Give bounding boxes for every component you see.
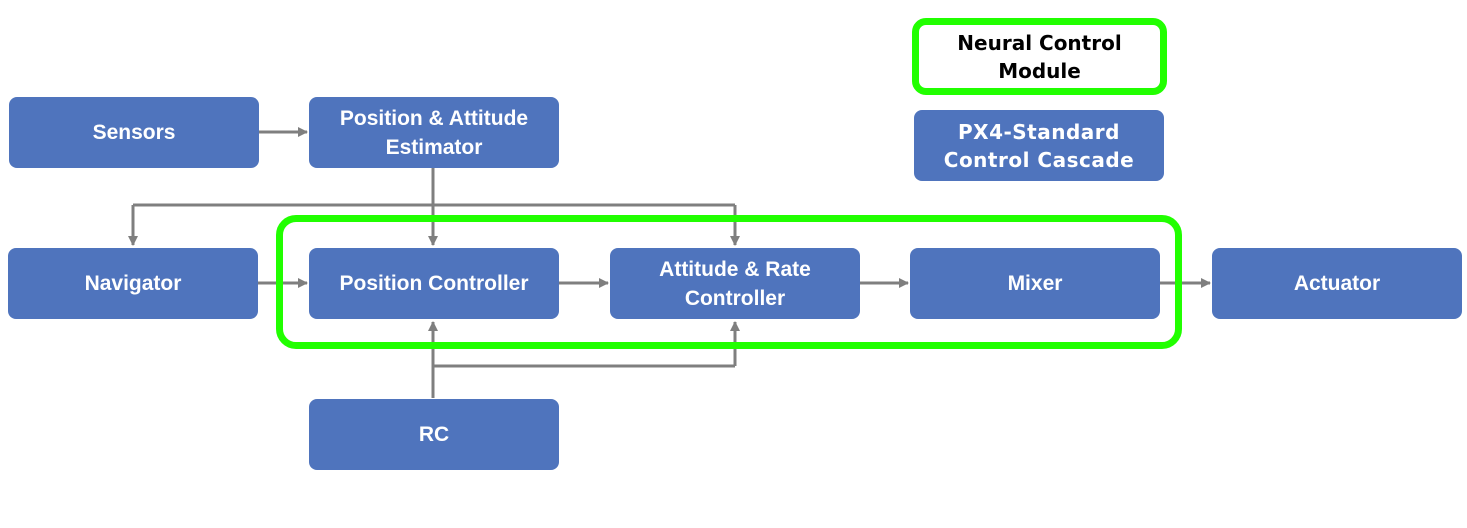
- legend-px4-label: PX4-Standard Control Cascade: [943, 119, 1135, 172]
- legend-neural-control-module: Neural Control Module: [912, 18, 1167, 95]
- mixer-node: Mixer: [910, 248, 1160, 319]
- mixer-label: Mixer: [1007, 272, 1063, 295]
- navigator-label: Navigator: [84, 272, 182, 295]
- rc-label: RC: [418, 423, 450, 446]
- rc-node: RC: [309, 399, 559, 470]
- legend-neural-label: Neural Control Module: [957, 30, 1122, 83]
- neural-control-module-frame: [276, 215, 1182, 349]
- position-controller-label: Position Controller: [339, 272, 529, 295]
- estimator-node: Position & Attitude Estimator: [309, 97, 559, 168]
- actuator-node: Actuator: [1212, 248, 1462, 319]
- navigator-node: Navigator: [8, 248, 258, 319]
- attitude-rate-controller-label: Attitude & Rate Controller: [659, 257, 811, 310]
- sensors-node: Sensors: [9, 97, 259, 168]
- estimator-label: Position & Attitude Estimator: [339, 106, 529, 159]
- legend-px4-standard: PX4-Standard Control Cascade: [914, 110, 1164, 181]
- actuator-label: Actuator: [1293, 272, 1381, 295]
- position-controller-node: Position Controller: [309, 248, 559, 319]
- sensors-label: Sensors: [92, 121, 176, 144]
- attitude-rate-controller-node: Attitude & Rate Controller: [610, 248, 860, 319]
